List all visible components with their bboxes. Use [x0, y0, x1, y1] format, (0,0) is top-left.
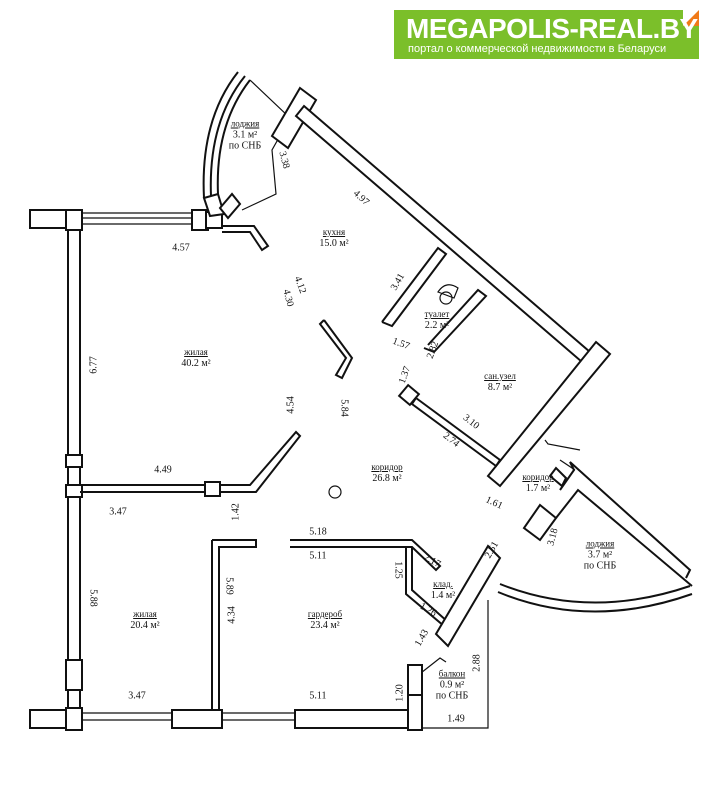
top-wall: [29, 209, 270, 252]
loggia-right: [497, 459, 693, 613]
dimension-label: 4.54: [285, 396, 297, 414]
bottom-wall: [29, 600, 489, 731]
dimension-label: 4.34: [226, 606, 238, 624]
dimension-label: 6.77: [88, 356, 100, 374]
lower-partitions: [205, 539, 502, 729]
dimension-label: 3.47: [109, 506, 127, 518]
dimension-label: 3.47: [128, 690, 146, 702]
dimension-label: 5.18: [309, 526, 327, 538]
dimension-label: 5.89: [223, 577, 235, 595]
room-label-storage: клад.1.4 м²: [430, 579, 456, 601]
dimension-label: 1.42: [230, 503, 242, 521]
dimension-label: 5.84: [338, 399, 350, 417]
loggia-top: [202, 71, 291, 220]
dimension-label: 5.11: [309, 550, 327, 562]
dimension-label: 1.20: [394, 684, 406, 702]
bathroom-wall: [397, 383, 502, 468]
dimension-label: 2.88: [471, 654, 483, 672]
dimension-label: 4.49: [154, 464, 172, 476]
diagonal-wall: [270, 86, 612, 488]
dimension-label: 1.49: [447, 713, 465, 725]
megapolis-logo[interactable]: MEGAPOLIS-REAL.BY портал о коммерческой …: [394, 10, 699, 59]
dimension-label: 5.88: [87, 589, 99, 607]
left-outer-wall: [65, 227, 83, 711]
dimension-label: 1.25: [392, 561, 404, 579]
logo-title: MEGAPOLIS-REAL.BY: [406, 13, 698, 44]
dimension-label: 5.11: [309, 690, 327, 702]
dimension-label: 4.57: [172, 242, 190, 254]
logo-subtitle: портал о коммерческой недвижимости в Бел…: [408, 43, 667, 55]
toilet-walls: [381, 246, 488, 354]
center-partitions: [80, 319, 354, 499]
